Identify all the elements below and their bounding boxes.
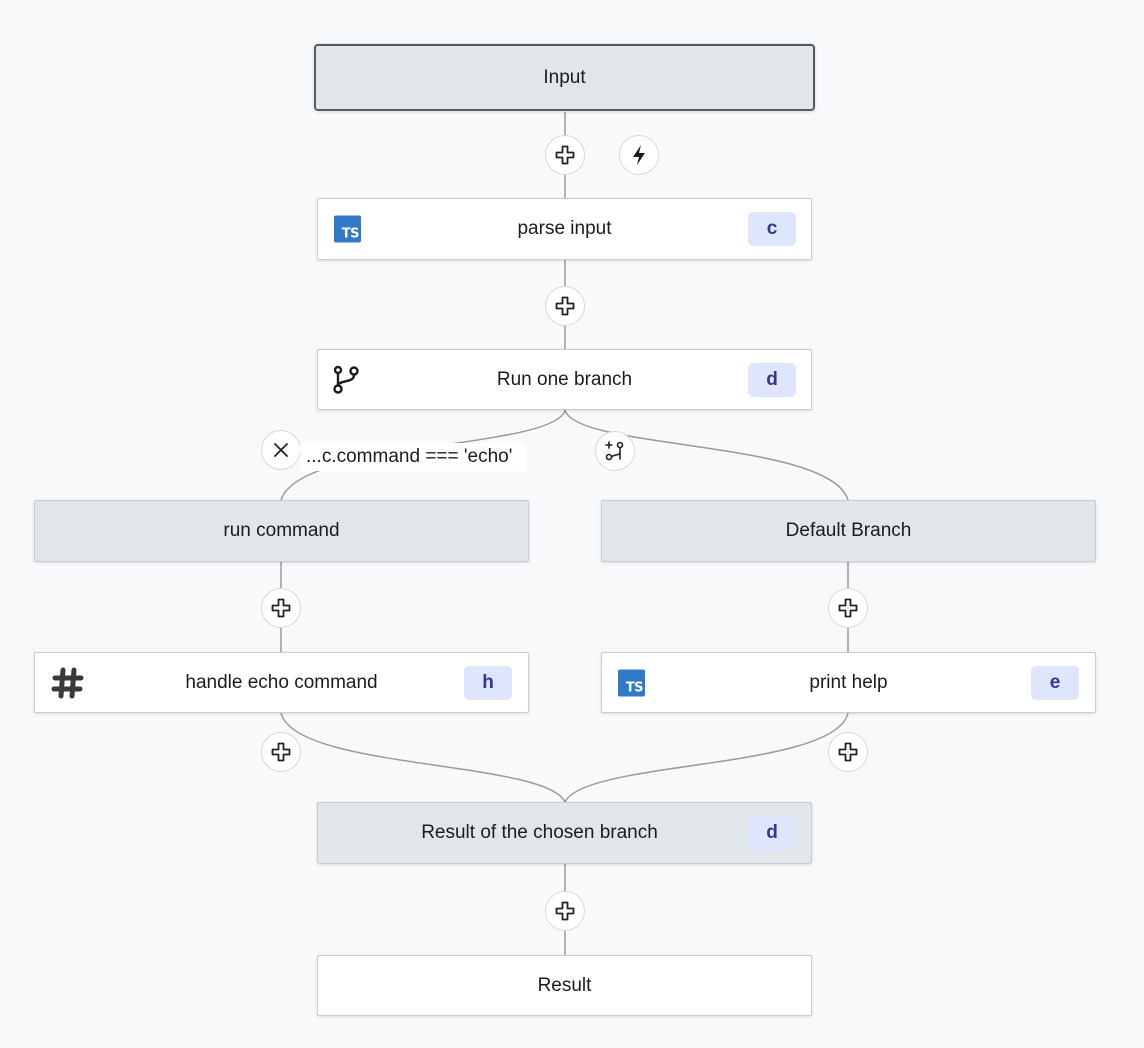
default-branch-label: Default Branch [785,520,912,541]
plus-icon [555,296,575,316]
edge-help-result [564,712,849,803]
step-id-badge: d [748,816,796,850]
plus-icon [555,145,575,165]
add-step-button[interactable] [261,732,301,772]
run-command-label: run command [223,520,340,541]
add-step-button[interactable] [545,286,585,326]
close-icon [274,443,288,457]
add-branch-icon [605,441,624,461]
plus-icon [555,901,575,921]
handle-echo-command-node[interactable]: handle echo command h [34,652,529,713]
run-command-node[interactable]: run command [34,500,529,562]
plus-icon [838,598,858,618]
trigger-button[interactable] [619,135,659,175]
typescript-icon: TS [334,215,361,243]
slack-icon [51,666,85,700]
plus-icon [271,598,291,618]
add-step-button[interactable] [545,891,585,931]
parse-input-label: parse input [517,218,612,239]
result-node[interactable]: Result [317,955,812,1016]
step-id-badge: e [1031,665,1079,700]
run-one-branch-label: Run one branch [496,368,633,390]
branch-condition-label[interactable]: ...c.command === 'echo' [300,443,527,471]
handle-echo-command-label: handle echo command [185,671,378,693]
remove-branch-button[interactable] [261,430,301,470]
typescript-icon: TS [618,669,645,696]
branch-icon [332,365,360,395]
result-of-chosen-branch-label: Result of the chosen branch [421,822,658,843]
add-step-button[interactable] [261,588,301,628]
input-node[interactable]: Input [314,44,815,111]
input-node-label: Input [543,66,586,88]
plus-icon [271,742,291,762]
step-id-badge: d [748,362,796,397]
step-id-badge: c [748,212,796,246]
result-label: Result [537,974,592,996]
result-of-chosen-branch-node[interactable]: Result of the chosen branch d [317,802,812,864]
run-one-branch-node[interactable]: Run one branch d [317,349,812,410]
edge-echo-result [280,712,566,803]
step-id-badge: h [464,665,512,700]
default-branch-node[interactable]: Default Branch [601,500,1096,562]
plus-icon [838,742,858,762]
add-step-button[interactable] [828,588,868,628]
lightning-icon [633,145,645,165]
add-branch-button[interactable] [595,431,635,471]
add-step-button[interactable] [545,135,585,175]
add-step-button[interactable] [828,732,868,772]
print-help-label: print help [809,671,888,693]
parse-input-node[interactable]: TS parse input c [317,198,812,260]
print-help-node[interactable]: TS print help e [601,652,1096,713]
